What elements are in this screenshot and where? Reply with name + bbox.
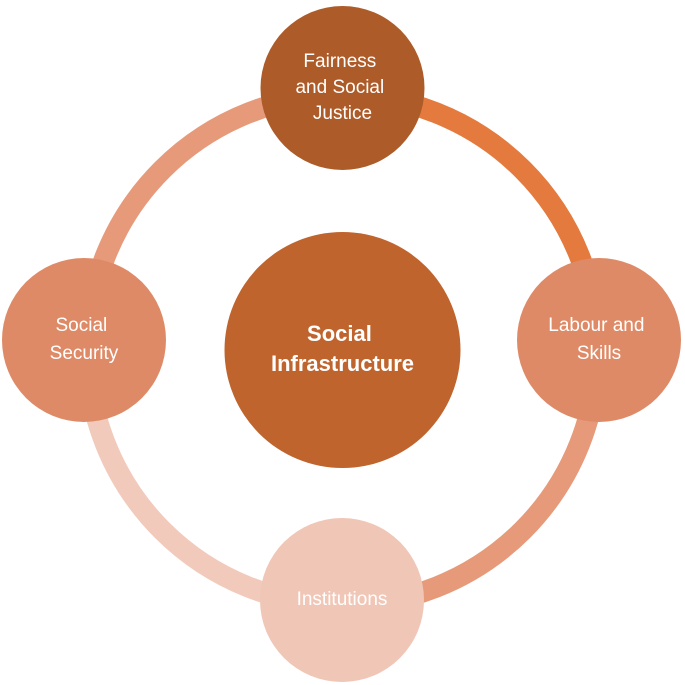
center-node-label-line-2: Infrastructure	[271, 351, 414, 376]
svg-text:Social Infrastructure: Social Infrastructure	[271, 321, 414, 376]
node-labour-circle	[517, 258, 681, 422]
node-social-security: Social Security	[2, 258, 166, 422]
node-labour-and-skills: Labour and Skills	[517, 258, 681, 422]
node-fairness-circle	[260, 6, 425, 170]
node-fairness-and-social-justice: Fairness and Social Justice	[260, 6, 425, 170]
node-social-security-circle	[2, 258, 166, 422]
node-labour-label-line-1: Labour and	[548, 315, 644, 336]
node-institutions-circle	[260, 518, 424, 682]
node-fairness-label-line-1: Fairness	[303, 51, 376, 72]
node-social-security-label-line-1: Social	[55, 315, 107, 336]
node-fairness-label-line-3: Justice	[313, 103, 372, 124]
node-labour-label-line-2: Skills	[577, 343, 621, 364]
center-node-social-infrastructure: Social Infrastructure	[224, 232, 461, 468]
center-node-label-line-1: Social	[307, 321, 372, 346]
node-social-security-label-line-2: Security	[50, 343, 119, 364]
svg-text:Institutions: Institutions	[297, 589, 388, 610]
center-node-circle	[224, 232, 461, 468]
svg-text:Fairness and Social: Fairness and Social Justice	[295, 51, 389, 124]
svg-text:Social Security: Social Security	[50, 315, 119, 364]
node-institutions-label: Institutions	[297, 589, 388, 610]
node-fairness-label-line-2: and Social	[295, 77, 384, 98]
svg-text:Labour and Skills: Labour and Skills	[548, 315, 649, 364]
node-institutions: Institutions	[260, 518, 424, 682]
